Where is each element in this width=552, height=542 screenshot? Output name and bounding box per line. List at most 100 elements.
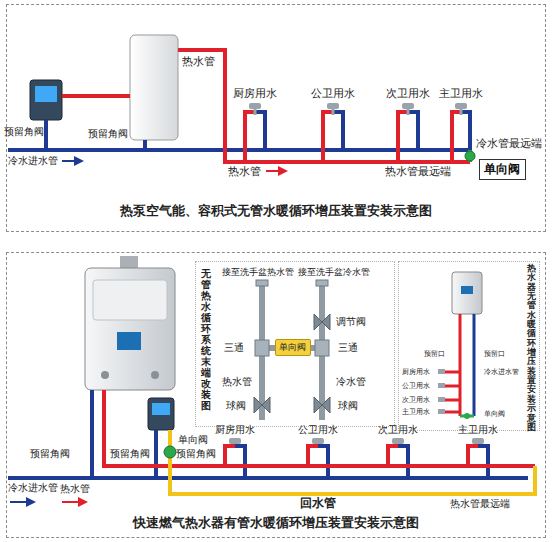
- small-faucet: [438, 383, 445, 388]
- pipe-label: 公卫用水: [311, 88, 355, 101]
- valve-symbol: [254, 397, 262, 413]
- small-faucet: [438, 409, 445, 414]
- faucet: [229, 438, 484, 444]
- faucet: [332, 109, 335, 115]
- cold-pipe: [398, 446, 408, 478]
- flow-arrow: [266, 170, 286, 172]
- pipe-label: 冷水进水管: [8, 482, 58, 494]
- pipe-label: 接至洗手盆热水管: [222, 267, 294, 277]
- pipe-label: 次卫用水: [402, 396, 430, 404]
- flow-arrow: [62, 160, 82, 162]
- hot-pipe: [178, 50, 470, 162]
- check-valve: [164, 446, 176, 458]
- pipe-label: 热水管: [222, 376, 252, 388]
- small-faucet: [438, 369, 470, 419]
- valve-symbol: [322, 397, 330, 413]
- pipe-fitting: [316, 280, 328, 286]
- small-faucet: [464, 413, 470, 419]
- controller: [148, 398, 174, 430]
- small-pipes: [445, 385, 460, 388]
- cold-pipe: [408, 112, 418, 150]
- pipe-label: 厨房用水: [233, 88, 277, 101]
- gas-heater: [93, 280, 167, 320]
- pipe-label: 热水管: [182, 56, 215, 69]
- pipe-fitting: [315, 340, 329, 356]
- box-text: 单向阀: [484, 161, 521, 178]
- small-pipes: [473, 314, 476, 416]
- valve-symbol: [322, 314, 330, 330]
- gas-heater: [85, 256, 175, 390]
- hot-pipe: [62, 50, 470, 162]
- cold-pipe: [255, 112, 265, 150]
- pipe-label: 热水管最远端: [450, 498, 510, 510]
- diagram-panel: 快速燃气热水器有管水暖循环增压装置安装示意图无管热水循环系统末端改装图单向阀热水…: [6, 252, 546, 538]
- hot-pipe: [245, 112, 255, 162]
- water-tank: [130, 35, 178, 140]
- small-pipes: [445, 314, 474, 416]
- hot-pipe: [308, 446, 318, 466]
- pipe-label: 预留角阀: [88, 128, 128, 140]
- cold-pipe: [154, 430, 158, 478]
- pipe-label: 冷水进水管: [8, 155, 58, 167]
- gas-heater: [101, 371, 109, 379]
- cold-pipe: [143, 140, 147, 150]
- valve-symbol: [314, 314, 322, 330]
- valve-symbol: [254, 314, 330, 413]
- gas-heater: [151, 371, 159, 379]
- small-heater: [461, 286, 473, 294]
- small-faucet: [438, 397, 445, 402]
- pipe-label: 次卫用水: [386, 88, 430, 101]
- pipe-label: 调节阀: [336, 316, 366, 328]
- pipe-label: 球阀: [338, 400, 358, 412]
- pipe-label: 热水管: [60, 483, 90, 495]
- pipe-label: 冷水管最远端: [476, 137, 542, 149]
- pipe-label: 次卫用水: [378, 424, 418, 436]
- faucet: [402, 103, 414, 109]
- controller: [30, 80, 62, 120]
- pipe-label: 预留角阀: [4, 126, 44, 138]
- flow-arrow: [62, 501, 86, 503]
- small-heater: [452, 272, 482, 314]
- valve-symbol: [314, 397, 322, 413]
- cold-pipe: [461, 112, 470, 150]
- faucet: [229, 438, 241, 444]
- valve-symbol: [262, 397, 270, 413]
- diagram-panel: 热泵空气能、容积式无管水暖循环增压装置安装示意图单向阀: [6, 4, 546, 232]
- pipe-fitting: [255, 340, 269, 356]
- hot-pipe: [323, 112, 333, 162]
- faucet: [254, 109, 257, 115]
- cold-pipe: [8, 476, 528, 480]
- vertical-title: 热水器无管水暖循环增压装置安装示意图: [527, 264, 536, 432]
- small-pipes: [445, 371, 460, 374]
- controller: [35, 86, 57, 102]
- cold-pipe: [90, 390, 94, 478]
- pipe-label: 预留口: [484, 350, 505, 358]
- faucet: [460, 109, 463, 115]
- pipe-label: 热水管: [228, 166, 261, 179]
- water-tank: [130, 35, 178, 140]
- cold-pipe: [8, 148, 470, 152]
- pipe-label: 单向阀: [484, 410, 505, 418]
- diagram-caption: 快速燃气热水器有管水暖循环增压装置安装示意图: [7, 515, 545, 532]
- pipe-label: 预留角阀: [110, 448, 150, 460]
- hot-pipe: [468, 446, 478, 466]
- pipe-label: 三通: [338, 342, 358, 354]
- pipe-label: 热水管最远端: [385, 166, 451, 179]
- flow-arrow: [10, 501, 86, 503]
- faucet: [249, 103, 467, 115]
- return-pipe: [170, 430, 535, 494]
- pipe-fitting: [255, 280, 329, 356]
- small-pipes: [445, 399, 460, 402]
- pipe-label: 三通: [224, 342, 244, 354]
- gas-heater: [85, 268, 175, 390]
- faucet: [455, 103, 467, 109]
- hot-pipe: [62, 94, 130, 98]
- cold-pipe: [333, 112, 343, 150]
- pipe-label: 接至洗手盆冷水管: [298, 267, 370, 277]
- pipe-label: 冷水进水管: [484, 368, 519, 376]
- pipe-label: 主卫用水: [439, 88, 483, 101]
- cold-pipe: [318, 446, 328, 478]
- pipe-label: 冷水管: [336, 376, 366, 388]
- hot-pipe: [452, 112, 461, 162]
- check-valve: [164, 446, 176, 458]
